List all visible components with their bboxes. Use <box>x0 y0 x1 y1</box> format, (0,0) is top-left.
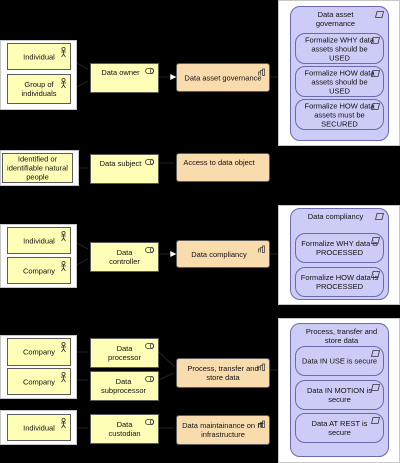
role-icon <box>145 247 154 253</box>
process-box[interactable]: Data maintainance on IT infrastructure <box>176 415 270 445</box>
outcome-title: Data compliancy <box>307 212 364 221</box>
outcome-item[interactable]: Formalize HOW data assets must be SECURE… <box>295 99 384 130</box>
function-icon <box>258 420 265 428</box>
process-box[interactable]: Process, transfer and store data <box>176 358 270 388</box>
role-icon <box>145 159 154 165</box>
person-icon <box>61 261 66 272</box>
actor-label: Identified or identifiable natural peopl… <box>7 154 68 182</box>
outcome-item[interactable]: Formalize WHY data is PROCESSED <box>295 233 384 263</box>
actor-box[interactable]: Individual <box>7 43 71 70</box>
role-box[interactable]: Data processor <box>90 338 159 368</box>
outcome-item[interactable]: Formalize HOW data assets should be USED <box>295 66 384 97</box>
constraint-icon <box>375 213 384 220</box>
constraint-icon <box>371 417 380 424</box>
actor-box[interactable]: Company <box>7 338 71 366</box>
actor-box[interactable]: Group of individuals <box>7 74 71 104</box>
person-icon <box>61 47 66 58</box>
role-box[interactable]: Data owner <box>90 63 159 93</box>
actor-box[interactable]: Company <box>7 368 71 395</box>
outcome-item[interactable]: Data IN USE is secure <box>295 346 384 376</box>
person-icon <box>61 418 66 429</box>
process-label: Data asset governance <box>184 73 262 82</box>
role-icon <box>145 68 154 74</box>
person-icon <box>61 342 66 353</box>
function-icon <box>258 68 265 76</box>
role-box[interactable]: Data controller <box>90 242 159 272</box>
constraint-icon <box>371 350 380 357</box>
function-icon <box>258 245 265 253</box>
outcome-item-label: Formalize WHY data is PROCESSED <box>301 239 378 257</box>
outcome-title: Process, transfer and store data <box>305 327 378 345</box>
outcome-item-label: Formalize HOW data is PROCESSED <box>300 273 379 291</box>
process-label: Data maintainance on IT infrastructure <box>182 421 264 439</box>
outcome-item[interactable]: Formalize WHY data assets should be USED <box>295 33 384 64</box>
person-icon <box>61 231 66 242</box>
function-icon <box>258 363 265 371</box>
person-icon <box>61 372 66 383</box>
constraint-icon <box>371 70 380 77</box>
outcome-item[interactable]: Data AT REST is secure <box>295 413 384 443</box>
role-label: Data controller <box>109 248 140 266</box>
actor-box[interactable]: Individual <box>7 227 71 254</box>
constraint-icon <box>375 11 384 18</box>
outcome-item[interactable]: Formalize HOW data is PROCESSED <box>295 267 384 297</box>
outcome-item-label: Formalize HOW data assets should be USED <box>304 68 375 95</box>
role-label: Data owner <box>101 68 140 77</box>
role-icon <box>145 376 154 382</box>
process-label: Access to data object <box>183 158 255 167</box>
role-box[interactable]: Data subprocessor <box>90 371 159 401</box>
role-label: Data processor <box>108 344 141 362</box>
outcome-item[interactable]: Data IN MOTION is secure <box>295 380 384 410</box>
process-label: Process, transfer and store data <box>187 364 259 382</box>
process-box[interactable]: Access to data object <box>176 153 270 182</box>
process-box[interactable]: Data asset governance <box>176 63 270 92</box>
actor-box[interactable]: Identified or identifiable natural peopl… <box>2 153 73 183</box>
role-label: Data subprocessor <box>101 377 147 395</box>
actor-box[interactable]: Individual <box>7 414 71 441</box>
role-icon <box>145 343 154 349</box>
process-label: Data compliancy <box>191 250 247 259</box>
constraint-icon <box>371 37 380 44</box>
outcome-item-label: Data IN MOTION is secure <box>306 386 372 404</box>
outcome-item-label: Formalize WHY data assets should be USED <box>304 35 375 62</box>
outcome-item-label: Data AT REST is secure <box>311 419 368 437</box>
role-icon <box>145 419 154 425</box>
constraint-icon <box>371 384 380 391</box>
outcome-title: Data asset governance <box>315 10 356 28</box>
actor-label: Company <box>22 266 56 275</box>
role-label: Data subject <box>99 159 142 168</box>
role-label: Data custodian <box>108 420 141 438</box>
actor-box[interactable]: Company <box>7 257 71 284</box>
constraint-icon <box>371 103 380 110</box>
process-box[interactable]: Data compliancy <box>176 240 270 268</box>
role-box[interactable]: Data subject <box>90 154 159 184</box>
constraint-icon <box>371 271 380 278</box>
outcome-item-label: Data IN USE is secure <box>301 356 378 366</box>
actor-label: Individual <box>23 236 55 245</box>
actor-label: Individual <box>23 423 55 432</box>
person-icon <box>61 78 66 89</box>
constraint-icon <box>371 237 380 244</box>
actor-label: Company <box>22 347 56 357</box>
outcome-item-label: Formalize HOW data assets must be SECURE… <box>304 101 375 128</box>
role-box[interactable]: Data custodian <box>90 414 159 444</box>
actor-label: Company <box>22 377 56 386</box>
actor-label: Group of individuals <box>21 80 57 98</box>
actor-label: Individual <box>23 52 55 61</box>
